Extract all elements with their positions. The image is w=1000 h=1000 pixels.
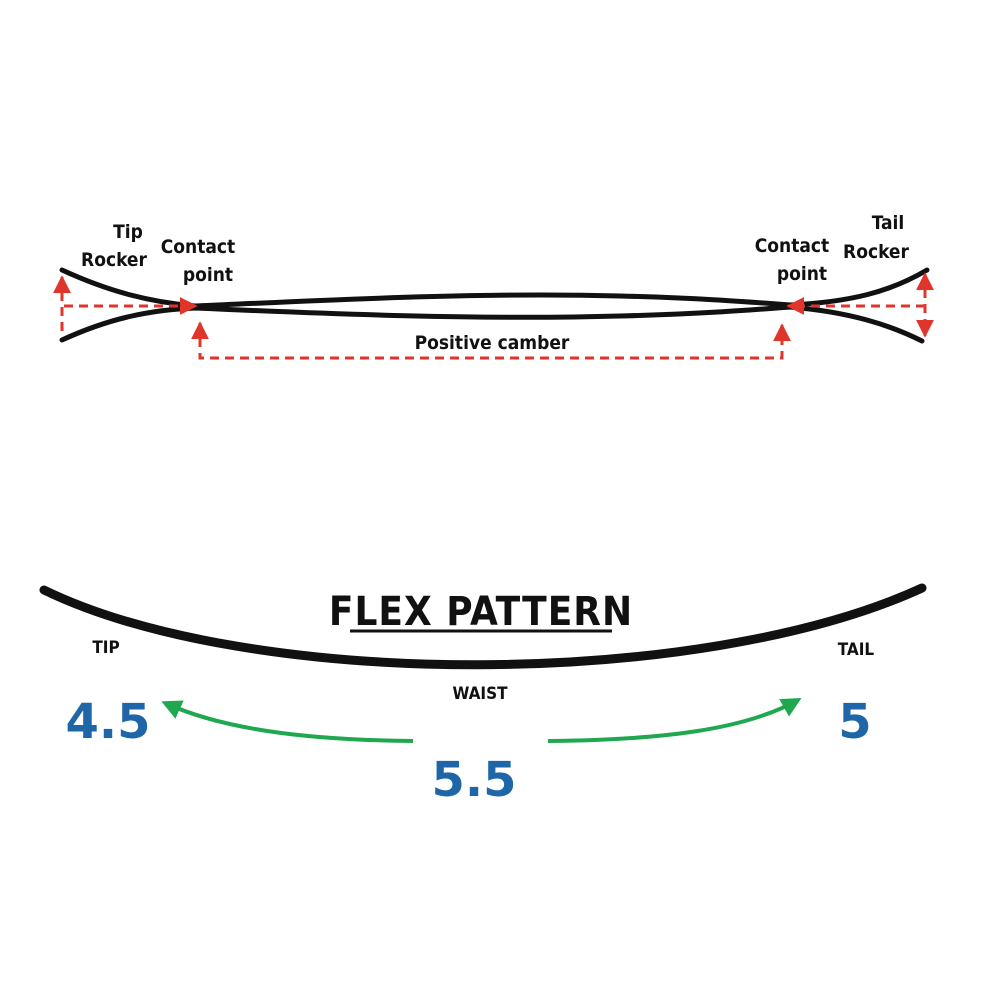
flex-ski-curve xyxy=(39,583,927,670)
positive-camber-bracket xyxy=(191,321,791,360)
flex-pattern-title: FLEX PATTERN xyxy=(329,589,633,635)
ski-bottom-edge xyxy=(59,304,925,344)
tail-flex-value: 5 xyxy=(838,694,871,750)
tail-rocker-label-line1: Tail xyxy=(872,212,904,234)
contact-point-right-label-line1: Contact xyxy=(755,235,829,257)
contact-point-left-label-line2: point xyxy=(183,264,233,286)
tip-rocker-label-line2: Rocker xyxy=(81,249,147,271)
waist-label: WAIST xyxy=(452,684,508,704)
contact-point-left-label-line1: Contact xyxy=(161,236,235,258)
positive-camber-label: Positive camber xyxy=(415,332,570,354)
waist-flex-value: 5.5 xyxy=(431,752,516,808)
tail-rocker-label-line2: Rocker xyxy=(843,241,909,263)
ski-top-edge xyxy=(59,267,930,309)
ski-profile xyxy=(59,267,930,344)
flex-arrow-to-tip xyxy=(161,700,414,743)
dimension-lines xyxy=(53,272,934,360)
flex-arrow-to-tail xyxy=(547,698,802,743)
tip-rocker-label-line1: Tip xyxy=(113,221,143,243)
contact-point-right-label-line2: point xyxy=(777,263,827,285)
tail-label: TAIL xyxy=(838,640,875,660)
tip-flex-value: 4.5 xyxy=(65,694,150,750)
tip-label: TIP xyxy=(92,638,119,658)
